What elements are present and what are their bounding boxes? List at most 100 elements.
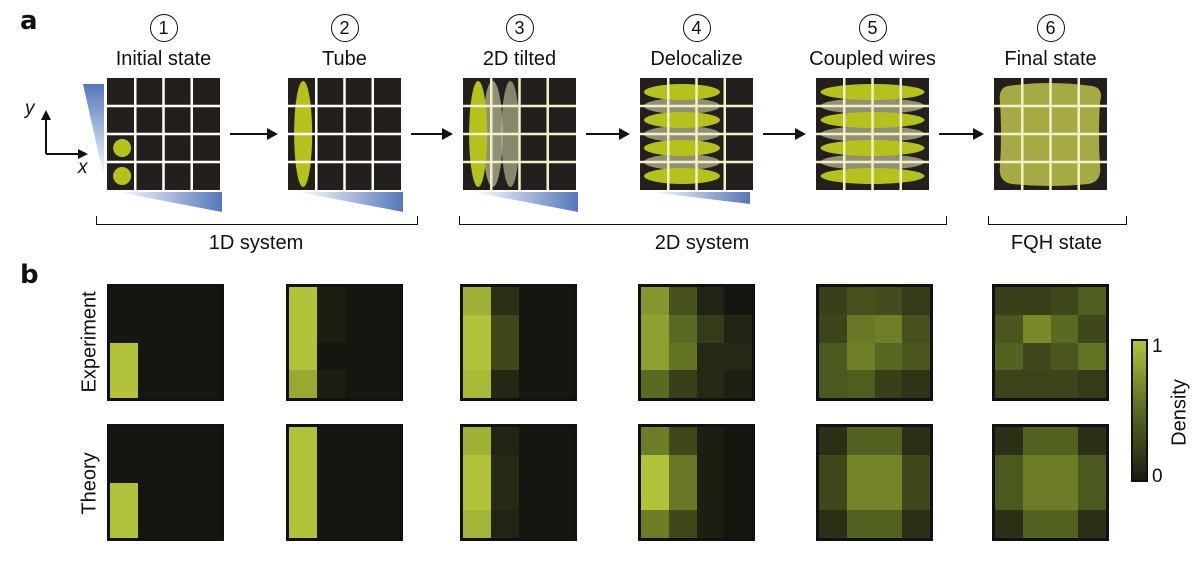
step-title: 2D tilted — [482, 48, 557, 70]
x-axis-label: x — [78, 157, 88, 178]
heatmap-cell — [193, 427, 221, 455]
heatmap-cell — [316, 287, 345, 315]
heatmap-cell — [1022, 342, 1051, 371]
heatmap-cell — [724, 482, 752, 511]
heatmap-cell — [110, 370, 138, 398]
heatmap-cell — [165, 427, 194, 455]
group-bracket — [96, 216, 418, 225]
heatmap-cell — [995, 454, 1023, 483]
heatmap-cell — [137, 314, 166, 343]
heatmap-cell — [1078, 427, 1106, 455]
heatmap-cell — [995, 482, 1023, 511]
step-title: Tube — [322, 48, 367, 70]
group-bracket — [988, 216, 1127, 225]
heatmap-experiment-6 — [992, 284, 1109, 401]
heatmap-cell — [668, 342, 697, 371]
heatmap-cell — [724, 454, 752, 483]
xy-axes-icon — [41, 110, 88, 159]
heatmap-cell — [846, 370, 875, 398]
heatmap-cell — [902, 370, 930, 398]
heatmap-cell — [110, 482, 138, 511]
heatmap-cell — [463, 427, 491, 455]
panel-a-letter: a — [20, 6, 38, 36]
heatmap-cell — [696, 314, 725, 343]
heatmap-cell — [846, 427, 875, 455]
row-label-theory: Theory — [78, 452, 101, 515]
step-number-badge: 1 — [149, 14, 178, 42]
heatmap-cell — [874, 314, 903, 343]
heatmap-cell — [874, 482, 903, 511]
heatmap-cell — [463, 454, 491, 483]
heatmap-cell — [1022, 370, 1051, 398]
heatmap-cell — [490, 510, 519, 538]
heatmap-cell — [372, 370, 400, 398]
heatmap-cell — [193, 314, 221, 343]
heatmap-cell — [193, 454, 221, 483]
heatmap-cell — [344, 427, 373, 455]
heatmap-cell — [193, 370, 221, 398]
panel-b-letter: b — [20, 260, 39, 290]
heatmap-cell — [1078, 510, 1106, 538]
heatmap-cell — [846, 510, 875, 538]
step-title: Coupled wires — [809, 48, 936, 70]
heatmap-cell — [110, 427, 138, 455]
heatmap-experiment-3 — [460, 284, 577, 401]
heatmap-cell — [490, 482, 519, 511]
heatmap-cell — [193, 342, 221, 371]
heatmap-cell — [1022, 454, 1051, 483]
heatmap-cell — [1050, 454, 1079, 483]
heatmap-cell — [724, 287, 752, 315]
heatmap-cell — [463, 370, 491, 398]
heatmap-cell — [518, 482, 547, 511]
heatmap-cell — [1078, 370, 1106, 398]
heatmap-cell — [546, 287, 574, 315]
heatmap-cell — [518, 314, 547, 343]
heatmap-cell — [846, 482, 875, 511]
heatmap-cell — [724, 342, 752, 371]
heatmap-cell — [724, 314, 752, 343]
heatmap-cell — [1078, 454, 1106, 483]
heatmap-cell — [819, 454, 847, 483]
heatmap-cell — [165, 370, 194, 398]
heatmap-cell — [902, 342, 930, 371]
heatmap-theory-1 — [107, 424, 224, 541]
heatmap-cell — [289, 342, 317, 371]
heatmap-cell — [995, 370, 1023, 398]
heatmap-cell — [1050, 342, 1079, 371]
process-arrow-icon — [763, 128, 806, 140]
heatmap-cell — [490, 287, 519, 315]
heatmap-experiment-5 — [816, 284, 933, 401]
heatmap-cell — [874, 454, 903, 483]
tilt-gradient-wedge — [298, 192, 403, 212]
heatmap-cell — [316, 314, 345, 343]
heatmap-experiment-2 — [286, 284, 403, 401]
heatmap-cell — [1022, 482, 1051, 511]
heatmap-cell — [518, 370, 547, 398]
heatmap-cell — [696, 342, 725, 371]
heatmap-cell — [344, 342, 373, 371]
heatmap-cell — [344, 510, 373, 538]
heatmap-cell — [1050, 314, 1079, 343]
step-number-badge: 3 — [505, 14, 534, 42]
step-title: Final state — [1004, 48, 1097, 70]
heatmap-cell — [641, 314, 669, 343]
heatmap-cell — [372, 287, 400, 315]
heatmap-cell — [668, 370, 697, 398]
optical-lattice — [107, 78, 220, 190]
heatmap-cell — [995, 342, 1023, 371]
step-number-badge: 6 — [1036, 14, 1065, 42]
process-arrow-icon — [230, 128, 278, 140]
tilt-gradient-wedge — [473, 192, 578, 212]
process-arrow-icon — [586, 128, 630, 140]
heatmap-cell — [902, 427, 930, 455]
heatmap-cell — [902, 482, 930, 511]
colorbar — [1131, 339, 1148, 482]
heatmap-cell — [372, 314, 400, 343]
group-bracket — [459, 216, 947, 225]
heatmap-cell — [1050, 510, 1079, 538]
optical-lattice — [816, 78, 929, 190]
heatmap-cell — [546, 314, 574, 343]
optical-lattice — [288, 78, 401, 190]
heatmap-cell — [518, 342, 547, 371]
heatmap-cell — [1022, 314, 1051, 343]
